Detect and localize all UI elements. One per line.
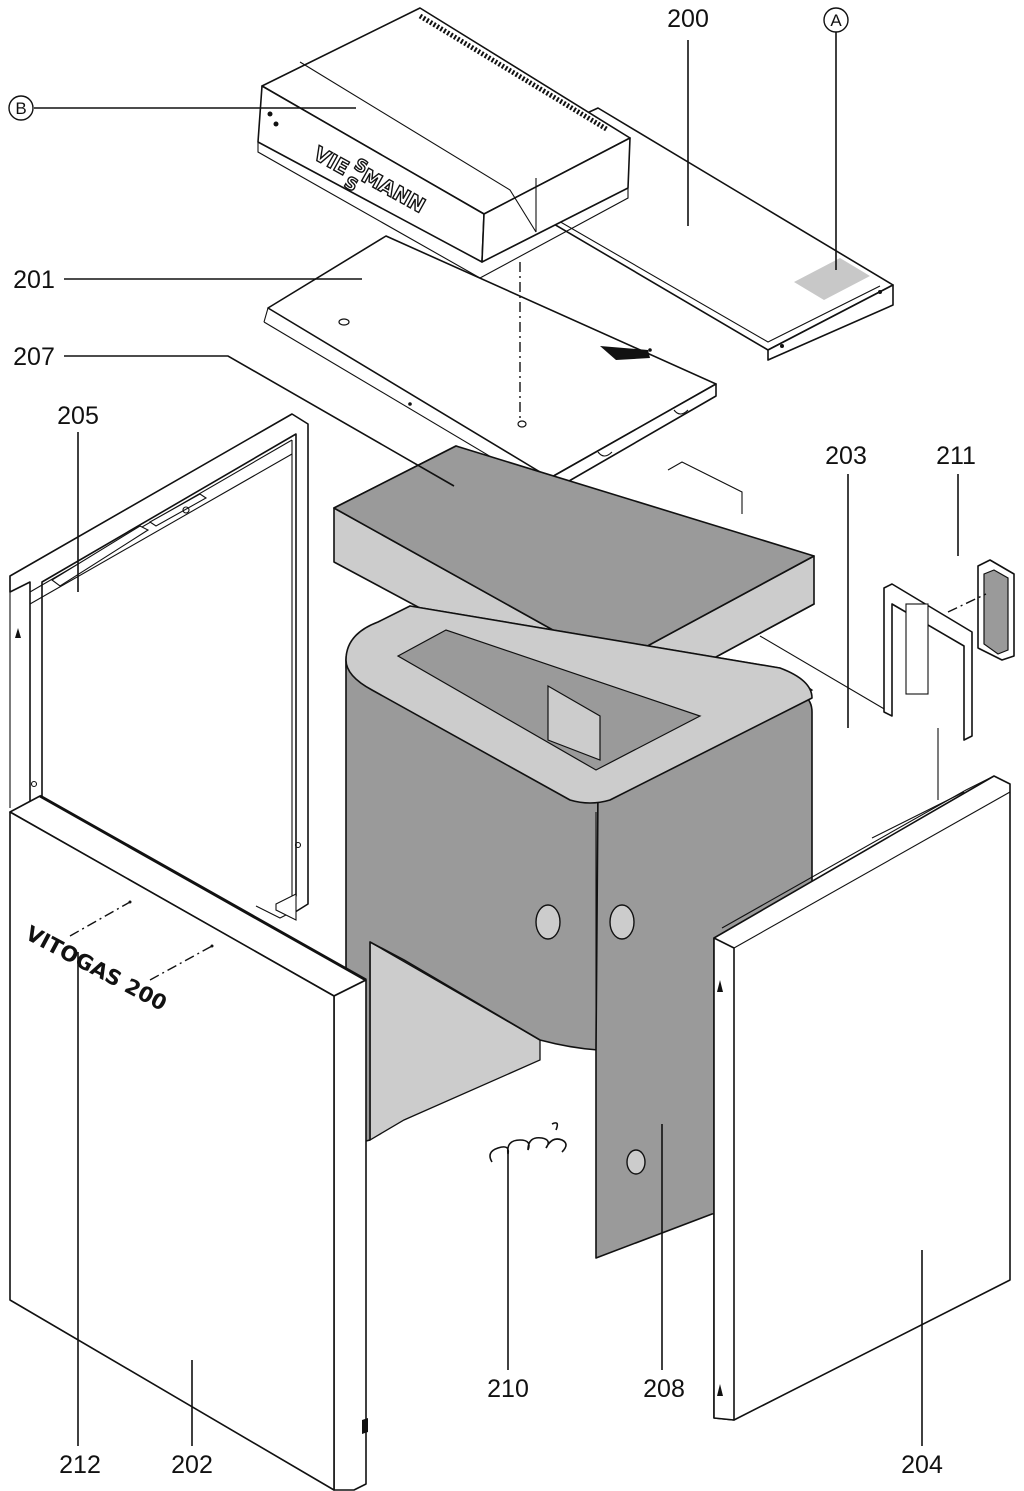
control-unit-housing: VIE S S MANN: [257, 7, 631, 279]
callout-b-text: B: [15, 99, 26, 118]
label-203: 203: [825, 442, 867, 470]
label-204: 204: [901, 1451, 943, 1479]
label-205: 205: [57, 402, 99, 430]
label-202: 202: [171, 1451, 213, 1479]
label-211: 211: [936, 442, 976, 470]
callout-b: B: [8, 95, 356, 121]
part-211-bracket: [947, 559, 1015, 661]
label-210: 210: [487, 1375, 529, 1403]
part-210-spring: [489, 1122, 567, 1163]
part-205-side-frame: [9, 413, 309, 921]
label-200: 200: [667, 5, 709, 33]
callout-a-text: A: [830, 11, 842, 30]
label-212: 212: [59, 1451, 101, 1479]
part-204-side-panel: [713, 775, 1011, 1421]
part-labels: 200 201 207 205 203 211 210 208 212 202 …: [13, 5, 976, 1479]
callout-a: A: [823, 7, 849, 270]
label-207: 207: [13, 343, 55, 371]
part-203-rear-panel: [667, 461, 973, 800]
leader-lines: [64, 40, 959, 1446]
label-area-a: [794, 258, 870, 300]
part-202-front-panel: VITOGAS 200: [9, 794, 368, 1491]
label-201: 201: [13, 266, 55, 294]
label-208: 208: [643, 1375, 685, 1403]
part-201-top-plate: [263, 235, 717, 493]
